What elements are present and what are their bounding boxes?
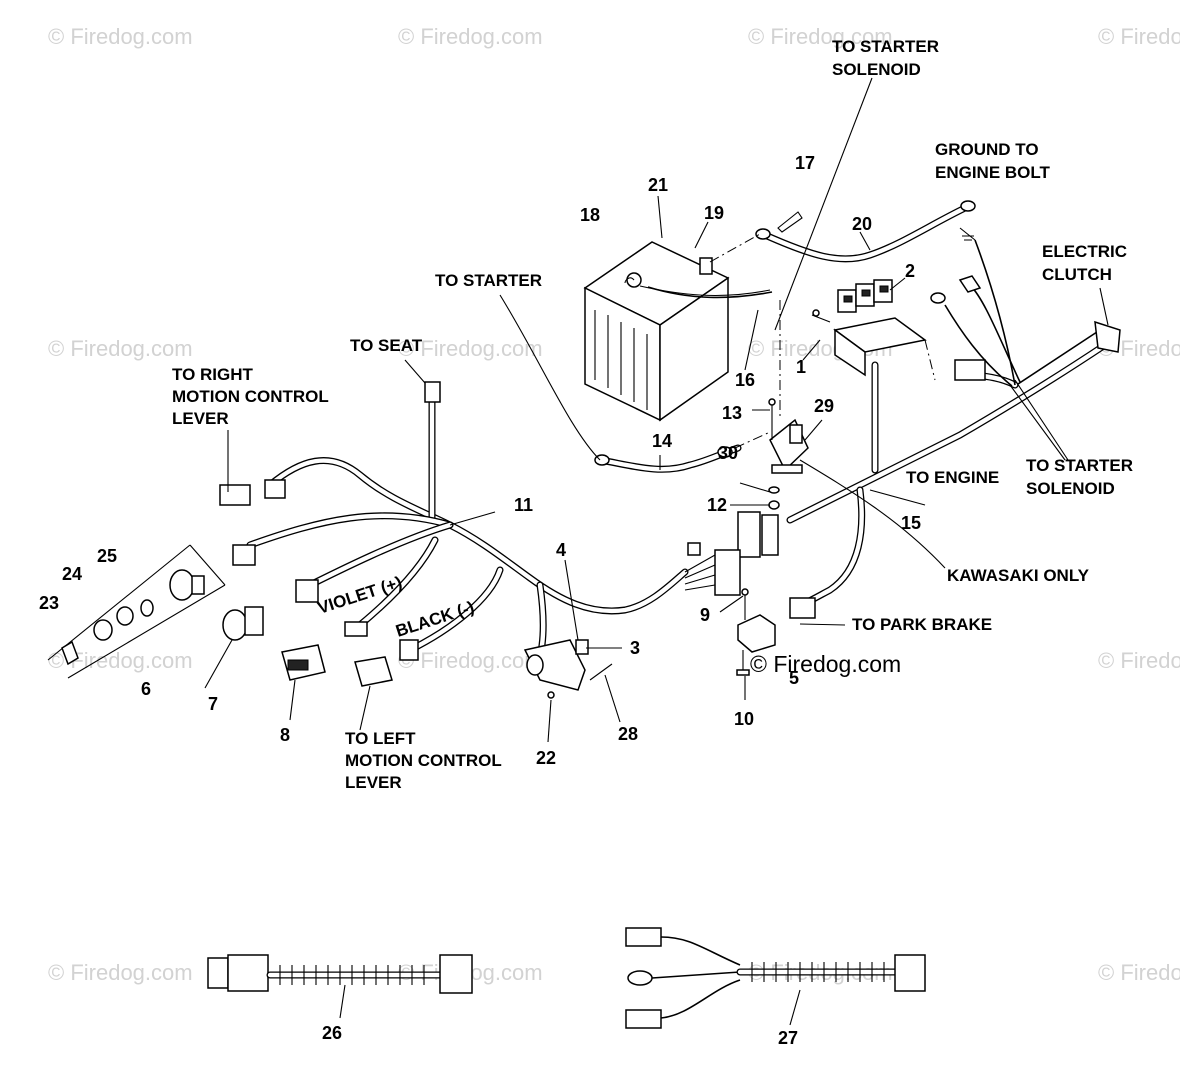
label-left-motion-control: TO LEFT xyxy=(345,729,416,748)
battery-cable-20 xyxy=(709,200,976,263)
label-right-motion-control: TO RIGHT xyxy=(172,365,254,384)
callout-28: 28 xyxy=(618,724,638,744)
terminal-ring xyxy=(958,275,982,293)
callout-2: 2 xyxy=(905,261,915,281)
callout-29: 29 xyxy=(814,396,834,416)
label-ground-to-engine-bolt: ENGINE BOLT xyxy=(935,163,1051,182)
callout-14: 14 xyxy=(652,431,672,451)
label-kawasaki-only: KAWASAKI ONLY xyxy=(947,566,1090,585)
label-to-starter: TO STARTER xyxy=(435,271,542,290)
callout-23: 23 xyxy=(39,593,59,613)
relay-assembly xyxy=(779,279,936,420)
callout-20: 20 xyxy=(852,214,872,234)
label-left-motion-control: MOTION CONTROL xyxy=(345,751,502,770)
battery xyxy=(583,241,773,422)
right-branch-wires xyxy=(930,227,1121,387)
label-electric-clutch: CLUTCH xyxy=(1042,265,1112,284)
callout-4: 4 xyxy=(556,540,566,560)
ring-terminal xyxy=(930,292,946,304)
callout-13: 13 xyxy=(722,403,742,423)
label-right-motion-control: MOTION CONTROL xyxy=(172,387,329,406)
text-labels: TO STARTER SOLENOID GROUND TO ENGINE BOL… xyxy=(172,37,1133,792)
label-ground-to-engine-bolt: GROUND TO xyxy=(935,140,1039,159)
watermark: © Firedog.com xyxy=(1098,960,1180,985)
ignition-switch-assembly xyxy=(47,479,286,679)
solenoid-29 xyxy=(768,398,809,510)
starter-cable-14 xyxy=(594,431,771,473)
electric-clutch-connector xyxy=(1094,320,1121,353)
callout-24: 24 xyxy=(62,564,82,584)
main-harness xyxy=(246,341,1109,674)
callout-15: 15 xyxy=(901,513,921,533)
watermark: © Firedog.com xyxy=(748,24,893,49)
label-to-park-brake: TO PARK BRAKE xyxy=(852,615,992,634)
callout-numbers: 1 2 3 4 5 6 7 8 9 10 11 12 13 14 15 16 1… xyxy=(39,153,921,1048)
callout-30: 30 xyxy=(718,443,738,463)
lower-left-components xyxy=(222,381,441,687)
label-to-starter-solenoid-right: TO STARTER xyxy=(1026,456,1133,475)
callout-27: 27 xyxy=(778,1028,798,1048)
harness-27 xyxy=(625,927,926,1029)
watermark-main: © Firedog.com xyxy=(750,651,901,677)
watermark: © Firedog.com xyxy=(398,648,543,673)
fuse-block xyxy=(684,511,779,596)
callout-18: 18 xyxy=(580,205,600,225)
callout-17: 17 xyxy=(795,153,815,173)
callout-26: 26 xyxy=(322,1023,342,1043)
harness-26 xyxy=(207,954,473,1019)
engine-connector xyxy=(954,359,986,381)
callout-6: 6 xyxy=(141,679,151,699)
callout-8: 8 xyxy=(280,725,290,745)
watermark: © Firedog.com xyxy=(398,336,543,361)
callout-1: 1 xyxy=(796,357,806,377)
callout-25: 25 xyxy=(97,546,117,566)
label-left-motion-control: LEVER xyxy=(345,773,402,792)
watermark: © Firedog.com xyxy=(398,24,543,49)
watermark: © Firedog.com xyxy=(1098,24,1180,49)
label-electric-clutch: ELECTRIC xyxy=(1042,242,1127,261)
label-to-seat: TO SEAT xyxy=(350,336,423,355)
watermark: © Firedog.com xyxy=(48,960,193,985)
watermark: © Firedog.com xyxy=(48,336,193,361)
callout-10: 10 xyxy=(734,709,754,729)
label-to-starter-solenoid-top: SOLENOID xyxy=(832,60,921,79)
callout-5: 5 xyxy=(789,668,799,688)
label-to-starter-solenoid-top: TO STARTER xyxy=(832,37,939,56)
callout-9: 9 xyxy=(700,605,710,625)
park-brake-switch xyxy=(736,588,816,676)
callout-11: 11 xyxy=(514,495,533,515)
callout-12: 12 xyxy=(707,495,727,515)
ground-symbol xyxy=(959,227,976,241)
watermark: © Firedog.com xyxy=(48,24,193,49)
label-to-starter-solenoid-right: SOLENOID xyxy=(1026,479,1115,498)
bolt-17 xyxy=(777,211,803,233)
bracket xyxy=(523,639,613,699)
callout-7: 7 xyxy=(208,694,218,714)
leader-lines xyxy=(204,77,1109,743)
callout-21: 21 xyxy=(648,175,668,195)
watermark: © Firedog.com xyxy=(1098,648,1180,673)
label-to-engine: TO ENGINE xyxy=(906,468,999,487)
label-right-motion-control: LEVER xyxy=(172,409,229,428)
callout-22: 22 xyxy=(536,748,556,768)
callout-3: 3 xyxy=(630,638,640,658)
callout-19: 19 xyxy=(704,203,724,223)
callout-16: 16 xyxy=(735,370,755,390)
